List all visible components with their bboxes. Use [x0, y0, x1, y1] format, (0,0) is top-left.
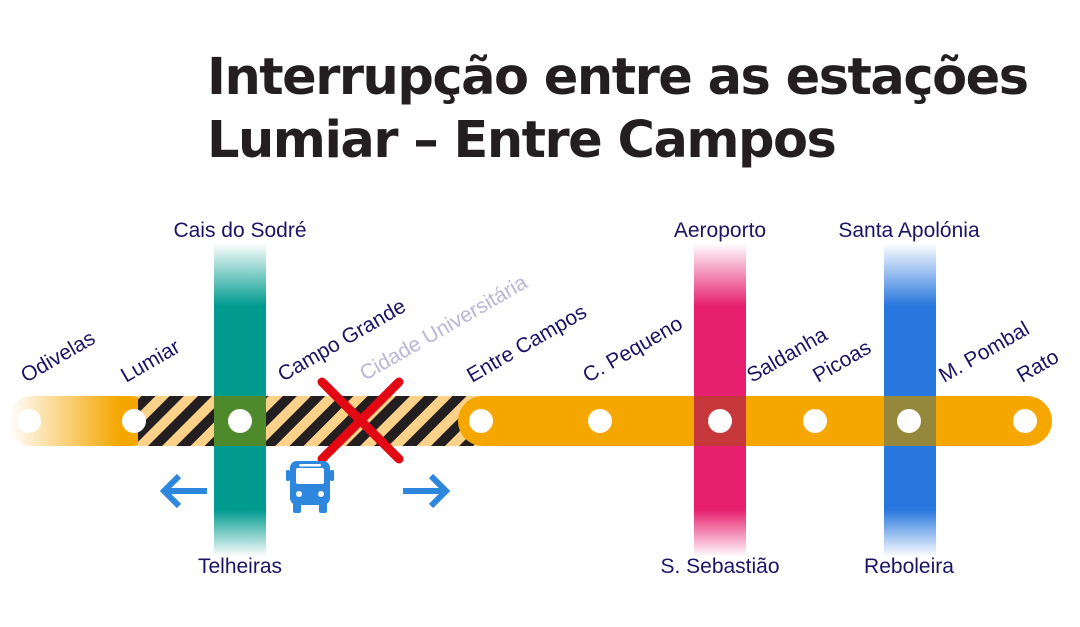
station-dot-picoas: [803, 409, 827, 433]
terminal-label-cais-do-sodre: Cais do Sodré: [173, 219, 306, 242]
page-title: Interrupção entre as estações Lumiar – E…: [207, 46, 1029, 172]
main-line-left-segment: [8, 396, 156, 446]
station-dot-c-pequeno: [588, 409, 612, 433]
station-dot-entre-campos: [469, 409, 493, 433]
station-dot-saldanha: [708, 409, 732, 433]
main-line-interrupted-segment: [138, 396, 480, 446]
terminal-label-s-sebastiao: S. Sebastião: [660, 555, 779, 578]
title-line-1: Interrupção entre as estações: [207, 48, 1029, 107]
terminal-label-reboleira: Reboleira: [864, 555, 954, 578]
station-label-rato: Rato: [1013, 345, 1063, 387]
title-line-2: Lumiar – Entre Campos: [207, 111, 837, 170]
station-label-c-pequeno: C. Pequeno: [579, 312, 687, 387]
station-label-odivelas: Odivelas: [17, 327, 99, 388]
closed-station-x-icon: [317, 377, 404, 464]
station-dot-campo-grande: [228, 409, 252, 433]
terminal-label-santa-apolonia: Santa Apolónia: [838, 219, 980, 242]
terminal-label-aeroporto: Aeroporto: [674, 219, 766, 242]
station-label-lumiar: Lumiar: [117, 335, 184, 387]
station-dot-lumiar: [122, 409, 146, 433]
bus-icon: [286, 461, 334, 513]
station-dot-rato: [1013, 409, 1037, 433]
station-dot-m-pombal: [897, 409, 921, 433]
arrow-left-icon: [159, 473, 207, 509]
terminal-label-telheiras: Telheiras: [198, 555, 282, 578]
station-dot-odivelas: [17, 409, 41, 433]
main-line-right-segment: [458, 396, 1052, 446]
arrow-right-icon: [403, 473, 451, 509]
